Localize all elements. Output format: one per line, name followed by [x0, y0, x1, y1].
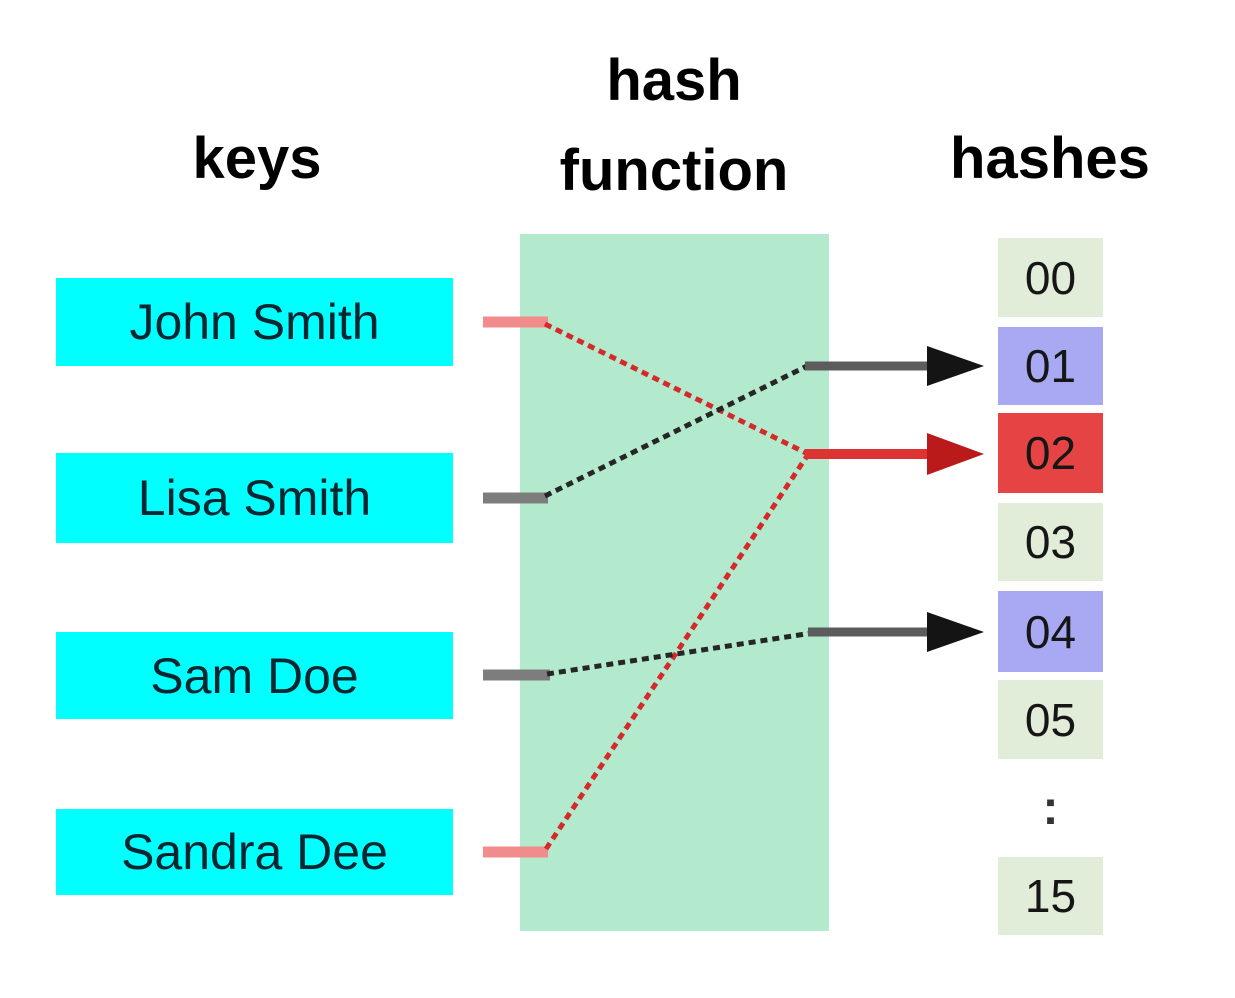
- key-label: John Smith: [129, 294, 380, 350]
- bucket-02: 02: [998, 413, 1103, 493]
- black-arrowhead-01: [927, 346, 984, 386]
- bucket-label: 05: [1024, 693, 1077, 746]
- bucket-04: 04: [998, 591, 1103, 672]
- red-arrowhead: [927, 433, 984, 475]
- hash-function-header-line2: function: [559, 138, 789, 203]
- bucket-15: 15: [998, 857, 1103, 935]
- key-label: Sam Doe: [150, 647, 359, 704]
- bucket-05: 05: [998, 680, 1103, 759]
- hash-function-header: hash function: [514, 36, 834, 216]
- bucket-label: 02: [1024, 427, 1077, 479]
- bucket-03: 03: [998, 503, 1103, 581]
- bucket-00: 00: [998, 238, 1103, 317]
- bucket-label: :: [1042, 781, 1059, 835]
- arrow-to-bucket-02: [805, 433, 984, 475]
- bucket-label: 00: [1024, 251, 1077, 304]
- bucket-ellipsis: :: [998, 764, 1103, 852]
- key-label: Sandra Dee: [121, 824, 388, 880]
- key-box-john-smith: John Smith: [56, 278, 453, 366]
- keys-header: keys: [192, 126, 322, 191]
- key-box-sam-doe: Sam Doe: [56, 632, 453, 719]
- bucket-01: 01: [998, 327, 1103, 405]
- key-box-sandra-dee: Sandra Dee: [56, 809, 453, 895]
- key-box-lisa-smith: Lisa Smith: [56, 453, 453, 543]
- bucket-label: 04: [1024, 605, 1077, 658]
- hash-function-header-line1: hash: [606, 48, 742, 113]
- hash-function-box: [520, 234, 829, 931]
- key-label: Lisa Smith: [137, 470, 372, 526]
- bucket-label: 15: [1024, 870, 1077, 922]
- black-arrowhead-04: [927, 612, 984, 652]
- bucket-label: 03: [1024, 516, 1077, 568]
- bucket-label: 01: [1024, 340, 1077, 392]
- hashes-header: hashes: [950, 126, 1150, 191]
